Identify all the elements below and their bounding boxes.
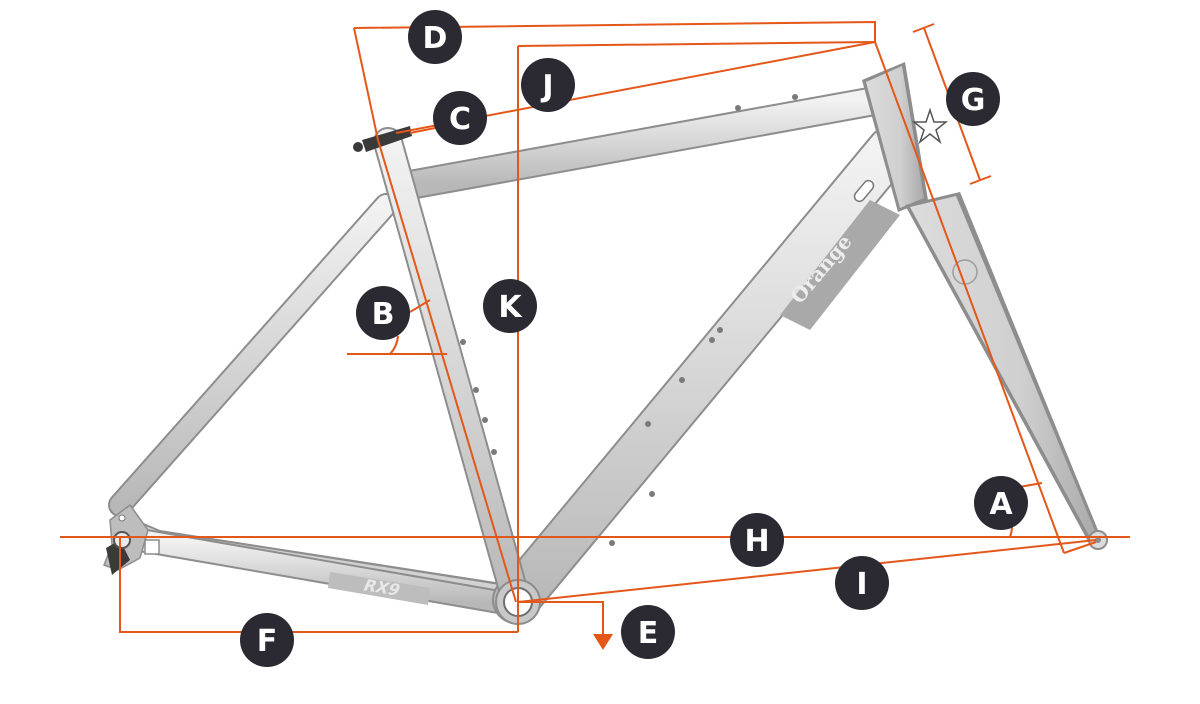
dimension-label-c: C: [449, 102, 471, 137]
bb-drop-arrow-icon: [593, 634, 613, 650]
frame-bosses: [460, 94, 798, 546]
dimension-badge-e: E: [621, 605, 675, 659]
bb-drop-line-e: [518, 601, 604, 636]
head-angle-arc: [1009, 526, 1013, 538]
dimension-label-a: A: [989, 487, 1013, 522]
dimension-label-k: K: [498, 290, 523, 325]
dimension-label-g: G: [961, 83, 986, 118]
dimension-badge-j: J: [521, 58, 575, 112]
dimension-badge-b: B: [356, 286, 410, 340]
dimension-badge-k: K: [483, 279, 537, 333]
down-tube: [492, 126, 914, 624]
chainstay-line-f: [119, 537, 518, 633]
steering-axis-a: [874, 41, 1065, 554]
head-badge-star-icon: [911, 107, 949, 145]
rear-dropout: [103, 503, 160, 575]
dimension-badge-a: A: [974, 476, 1028, 530]
seat-angle-arc: [389, 335, 399, 355]
dimension-label-j: J: [540, 69, 553, 104]
top-tube: [395, 85, 895, 200]
bike-frame: Orange RX9: [103, 62, 1108, 625]
fork: [905, 192, 1108, 550]
dimension-badge-h: H: [730, 513, 784, 567]
reach-line-j: [517, 41, 876, 47]
seat-tube-line: [377, 139, 517, 603]
seat-stay: [108, 193, 398, 517]
dimension-label-e: E: [638, 616, 659, 651]
head-tube: [862, 62, 928, 212]
model-decal: RX9: [360, 576, 403, 599]
dimension-badge-c: C: [433, 91, 487, 145]
dimension-label-h: H: [744, 524, 769, 559]
dimension-label-f: F: [257, 624, 278, 659]
front-center-line-i: [517, 539, 1097, 603]
cable-port: [853, 179, 875, 203]
chain-stay: [118, 515, 517, 615]
dimension-badge-i: I: [835, 556, 889, 610]
dimension-badge-g: G: [946, 72, 1000, 126]
dimension-badge-f: F: [240, 613, 294, 667]
top-tube-line-d: [353, 20, 876, 42]
seat-tube: [373, 127, 531, 615]
dimension-label-b: B: [372, 297, 395, 332]
dimension-label-d: D: [423, 21, 448, 56]
dimension-badge-d: D: [408, 10, 462, 64]
dimension-label-i: I: [856, 567, 867, 602]
